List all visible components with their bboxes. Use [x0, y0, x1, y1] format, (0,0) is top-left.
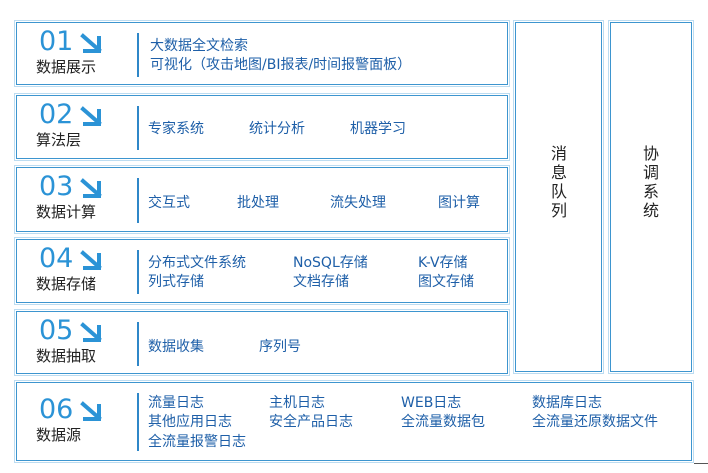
layer-02-box: 02 算法层 专家系统 统计分析 机器学习 — [16, 95, 508, 159]
arrow-down-right-icon — [80, 33, 102, 53]
layer-item: NoSQL存储 — [293, 255, 368, 271]
layer-item: 专家系统 — [148, 121, 204, 137]
layer-item: 图计算 — [438, 195, 480, 211]
layer-number: 05 — [39, 315, 74, 346]
divider — [137, 33, 139, 77]
layer-number: 04 — [39, 243, 74, 274]
arrow-down-right-icon — [80, 106, 102, 126]
message-queue-label: 消息队列 — [550, 144, 567, 220]
layer-item: 数据收集 — [148, 339, 204, 355]
layer-item: 数据库日志 — [532, 395, 602, 411]
layer-item: 文档存储 — [293, 274, 349, 290]
layer-item: WEB日志 — [401, 395, 462, 411]
layer-item: 序列号 — [259, 339, 301, 355]
message-queue-box: 消息队列 — [515, 22, 602, 372]
layer-name: 算法层 — [36, 131, 82, 149]
divider — [137, 106, 139, 150]
layer-item: 全流量数据包 — [401, 414, 485, 430]
layer-name: 数据源 — [36, 426, 82, 444]
layer-item: 全流量报警日志 — [148, 434, 246, 450]
layer-number: 03 — [39, 171, 74, 202]
coordination-system-box: 协调系统 — [610, 22, 692, 372]
layer-item: 列式存储 — [148, 274, 204, 290]
divider — [137, 250, 139, 294]
layer-name: 数据抽取 — [36, 347, 97, 365]
layer-name: 数据存储 — [36, 275, 97, 293]
layer-03-box: 03 数据计算 交互式 批处理 流失处理 图计算 — [16, 167, 508, 232]
layer-item: 安全产品日志 — [269, 414, 353, 430]
layer-item: 可视化（攻击地图/BI报表/时间报警面板） — [150, 57, 412, 73]
layer-name: 数据展示 — [36, 58, 97, 76]
arrow-down-right-icon — [80, 322, 102, 342]
divider — [137, 322, 139, 366]
layer-number: 06 — [39, 394, 74, 425]
layer-item: 批处理 — [237, 195, 279, 211]
layer-item: 交互式 — [148, 195, 190, 211]
divider — [137, 393, 139, 451]
coordination-system-label: 协调系统 — [642, 144, 659, 220]
layer-04-box: 04 数据存储 分布式文件系统 NoSQL存储 K-V存储 列式存储 文档存储 … — [16, 239, 508, 303]
layer-item: 流失处理 — [330, 195, 386, 211]
layer-item: 其他应用日志 — [148, 414, 232, 430]
layer-number: 01 — [39, 26, 74, 57]
layer-item: 流量日志 — [148, 395, 204, 411]
divider — [137, 178, 139, 223]
layer-item: 机器学习 — [350, 121, 406, 137]
layer-item: 主机日志 — [269, 395, 325, 411]
corner-tick — [694, 463, 708, 464]
layer-item: 全流量还原数据文件 — [532, 414, 658, 430]
layer-05-box: 05 数据抽取 数据收集 序列号 — [16, 311, 508, 374]
layer-number: 02 — [39, 99, 74, 130]
arrow-down-right-icon — [80, 178, 102, 198]
layer-01-box: 01 数据展示 大数据全文检索 可视化（攻击地图/BI报表/时间报警面板） — [16, 22, 508, 85]
arrow-down-right-icon — [80, 401, 102, 421]
layer-name: 数据计算 — [36, 203, 97, 221]
layer-item: 分布式文件系统 — [148, 255, 246, 271]
layer-item: K-V存储 — [418, 255, 468, 271]
layer-item: 大数据全文检索 — [150, 38, 248, 54]
layer-item: 图文存储 — [418, 274, 474, 290]
layer-item: 统计分析 — [249, 121, 305, 137]
arrow-down-right-icon — [80, 250, 102, 270]
layer-06-box: 06 数据源 流量日志 主机日志 WEB日志 数据库日志 其他应用日志 安全产品… — [16, 382, 692, 461]
